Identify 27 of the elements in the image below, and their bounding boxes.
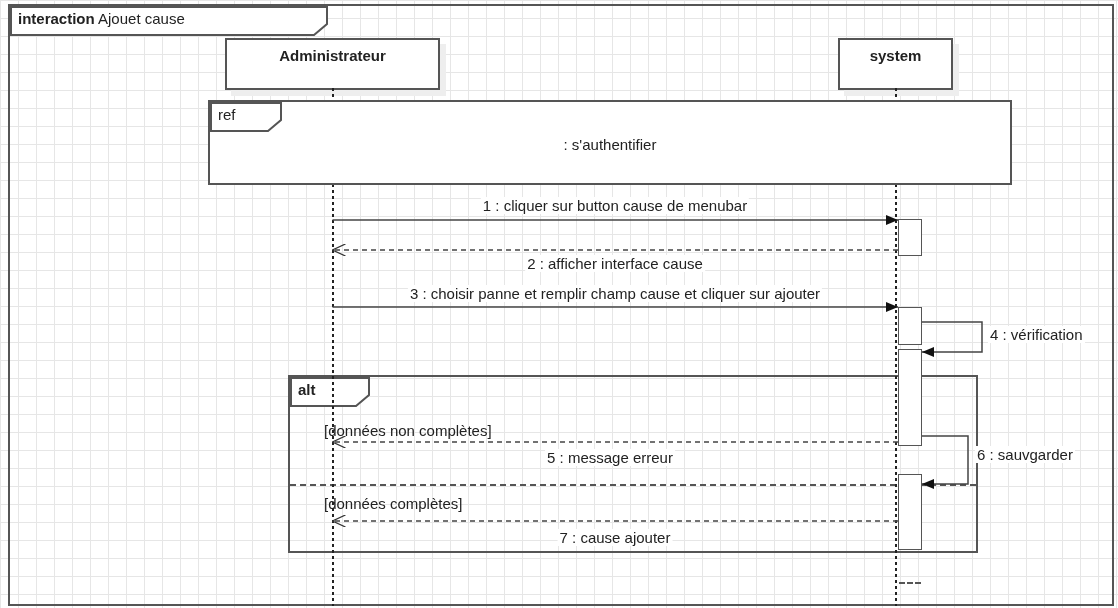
message-label: 4 : vérification [988,326,1085,343]
fragment-text: : s'authentifier [563,136,657,153]
lifeline-name: system [869,47,922,64]
fragment-label: alt [290,377,370,407]
self-message-arrow [921,435,969,489]
return-message-arrow [331,514,899,528]
self-message-arrow [921,321,983,357]
activation-bar [898,349,922,446]
message-label: 1 : cliquer sur button cause de menubar [480,197,750,214]
guard-condition: [données complètes] [324,495,463,512]
frame-label: interaction Ajouet cause [10,6,328,36]
message-arrow [331,302,899,312]
ref-fragment [208,100,1012,185]
message-label: 7 : cause ajouter [557,529,673,546]
return-message-arrow [331,243,899,257]
guard-condition: [données non complètes] [324,422,492,439]
fragment-label: ref [210,102,282,132]
message-arrow [331,215,899,225]
message-label: 3 : choisir panne et remplir champ cause et cliquer sur ajouter [407,285,823,302]
message-label: 5 : message erreur [545,449,675,466]
message-label: 6 : sauvgarder [975,446,1075,463]
return-message-arrow [331,435,899,449]
activation-bar [898,219,922,256]
lifeline-name: Administrateur [279,47,386,64]
interaction-frame [8,4,1114,606]
activation-bar [898,307,922,345]
message-label: 2 : afficher interface cause [525,255,705,272]
